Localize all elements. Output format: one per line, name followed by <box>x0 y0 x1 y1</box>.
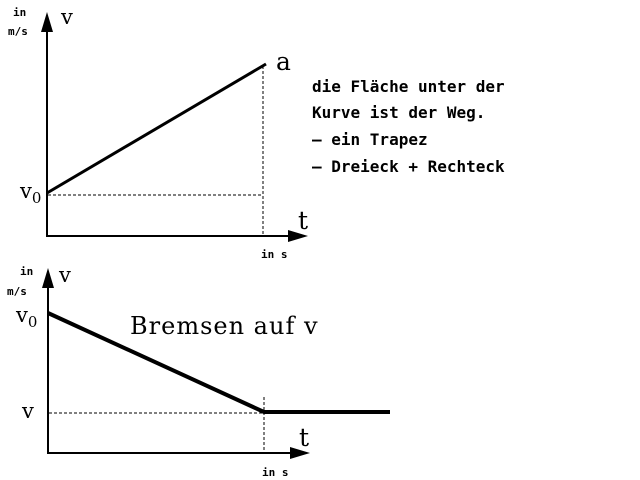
top-start-label-main: v <box>19 179 32 203</box>
bottom-start-label: v0 <box>15 303 37 331</box>
top-graph: in m/s v t in s a v0 die Fläche unter de… <box>8 5 505 261</box>
top-note-line-1: die Fläche unter der <box>312 77 505 96</box>
bottom-start-label-sub: 0 <box>28 313 38 331</box>
top-note-line-2: Kurve ist der Weg. <box>312 103 485 122</box>
bottom-y-axis-label: v <box>58 263 71 287</box>
top-start-label-sub: 0 <box>32 189 42 207</box>
top-y-arrow-icon <box>41 12 53 32</box>
bottom-x-arrow-icon <box>290 447 310 459</box>
top-x-axis-label: t <box>298 206 308 235</box>
top-y-axis-label: v <box>60 5 73 29</box>
bottom-y-unit-ms: m/s <box>7 285 27 298</box>
top-y-unit-ms: m/s <box>8 25 28 38</box>
bottom-headline: Bremsen auf v <box>130 312 319 340</box>
top-x-arrow-icon <box>288 230 308 242</box>
bottom-velocity-line <box>47 311 390 414</box>
bottom-y-arrow-icon <box>42 268 54 288</box>
bottom-x-axis-label: t <box>299 423 309 452</box>
bottom-graph: in m/s v t in s v0 v Bremsen auf v <box>7 263 390 479</box>
top-x-unit: in s <box>261 248 288 261</box>
top-note-line-4: – Dreieck + Rechteck <box>312 157 505 176</box>
bottom-x-unit: in s <box>262 466 289 479</box>
top-y-unit-in: in <box>13 6 26 19</box>
bottom-end-label: v <box>21 399 34 423</box>
top-end-label: a <box>276 47 291 76</box>
top-velocity-line <box>46 62 267 195</box>
bottom-start-label-main: v <box>15 303 28 327</box>
top-start-label: v0 <box>19 179 41 207</box>
top-note-line-3: – ein Trapez <box>312 130 428 149</box>
bottom-y-unit-in: in <box>20 265 33 278</box>
